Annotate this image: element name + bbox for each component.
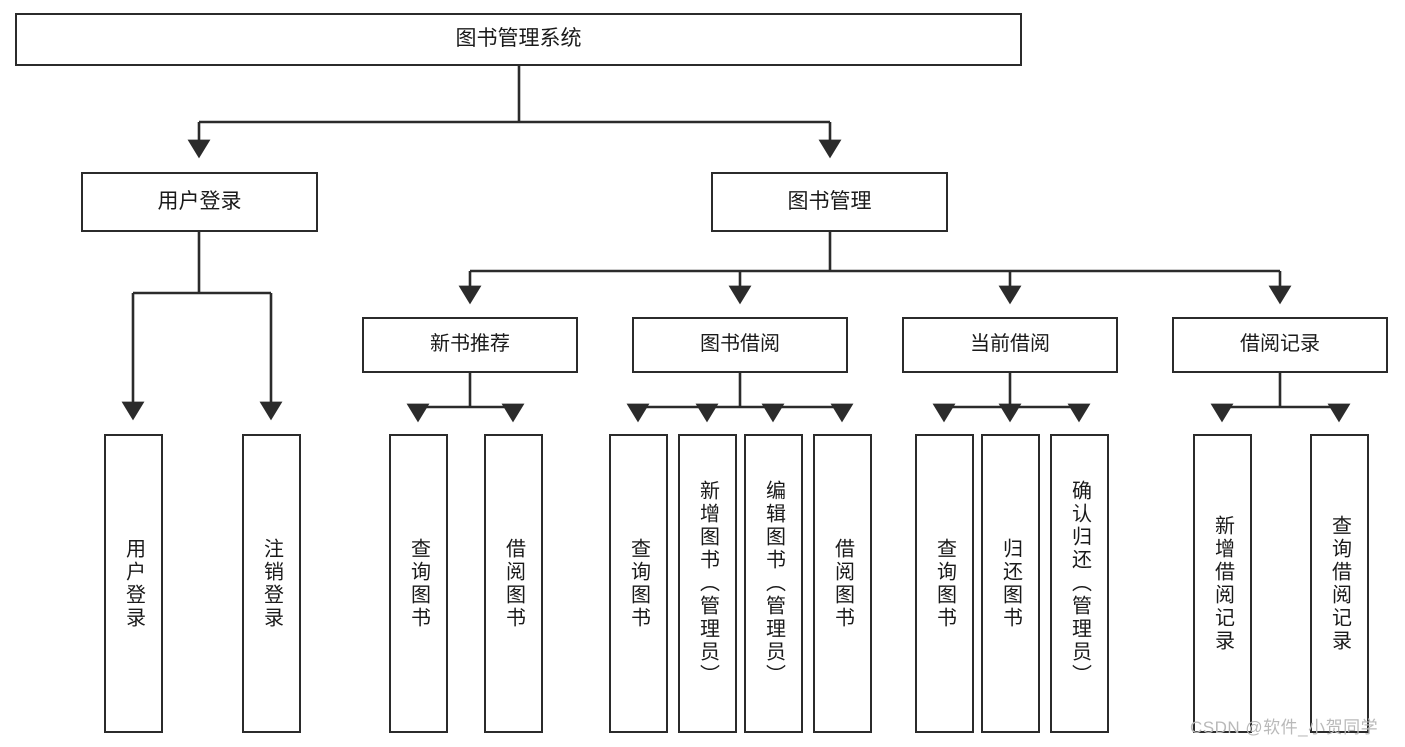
node-leaf-edit-book-admin[interactable]: 编辑图书（管理员） [744, 434, 803, 733]
node-label: 图书借阅 [700, 333, 780, 356]
node-label: 确认归还（管理员） [1068, 480, 1091, 687]
node-label: 查询图书 [933, 537, 956, 630]
node-leaf-add-borrow-record[interactable]: 新增借阅记录 [1193, 434, 1252, 733]
node-label: 新增借阅记录 [1211, 514, 1234, 653]
node-leaf-logout[interactable]: 注销登录 [242, 434, 301, 733]
node-label: 编辑图书（管理员） [762, 480, 785, 687]
node-label: 新增图书（管理员） [696, 480, 719, 687]
node-label: 新书推荐 [430, 333, 510, 356]
node-label: 当前借阅 [970, 333, 1050, 356]
node-label: 注销登录 [260, 537, 283, 630]
node-label: 图书管理系统 [455, 27, 582, 51]
node-book-borrow[interactable]: 图书借阅 [632, 317, 848, 373]
node-label: 用户登录 [122, 537, 145, 630]
node-current-borrow[interactable]: 当前借阅 [902, 317, 1118, 373]
node-label: 查询图书 [407, 537, 430, 630]
node-label: 查询借阅记录 [1328, 514, 1351, 653]
node-leaf-borrow-book[interactable]: 借阅图书 [813, 434, 872, 733]
node-root-book-management-system[interactable]: 图书管理系统 [15, 13, 1022, 66]
node-label: 借阅图书 [831, 537, 854, 630]
node-user-login[interactable]: 用户登录 [81, 172, 318, 232]
node-leaf-query-book-current[interactable]: 查询图书 [915, 434, 974, 733]
node-leaf-confirm-return-admin[interactable]: 确认归还（管理员） [1050, 434, 1109, 733]
node-label: 归还图书 [999, 537, 1022, 630]
node-label: 图书管理 [787, 189, 872, 213]
node-leaf-add-book-admin[interactable]: 新增图书（管理员） [678, 434, 737, 733]
csdn-watermark: CSDN @软件_小贺同学 [1190, 718, 1379, 737]
node-borrow-record[interactable]: 借阅记录 [1172, 317, 1388, 373]
node-label: 借阅图书 [502, 537, 525, 630]
node-leaf-return-book[interactable]: 归还图书 [981, 434, 1040, 733]
node-leaf-query-book-borrow[interactable]: 查询图书 [609, 434, 668, 733]
node-leaf-query-borrow-record[interactable]: 查询借阅记录 [1310, 434, 1369, 733]
node-book-management[interactable]: 图书管理 [711, 172, 948, 232]
node-label: 用户登录 [157, 189, 242, 213]
node-label: 查询图书 [627, 537, 650, 630]
node-leaf-query-book-recommend[interactable]: 查询图书 [389, 434, 448, 733]
node-leaf-borrow-book-recommend[interactable]: 借阅图书 [484, 434, 543, 733]
node-label: 借阅记录 [1240, 333, 1320, 356]
node-new-book-recommend[interactable]: 新书推荐 [362, 317, 578, 373]
node-leaf-user-login[interactable]: 用户登录 [104, 434, 163, 733]
